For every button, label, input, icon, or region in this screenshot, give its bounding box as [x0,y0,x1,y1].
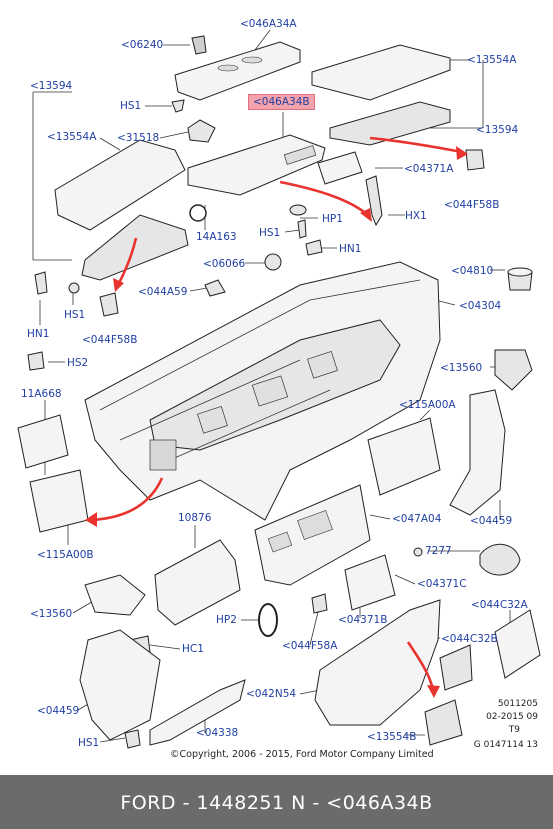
label-hs1-left: HS1 [64,309,86,321]
label-046A34B-highlighted: <046A34B [248,94,315,110]
label-115A00B: <115A00B [37,549,94,561]
label-hs2: HS2 [67,357,89,369]
label-13560-left: <13560 [30,608,73,620]
part-13554B [424,699,463,746]
part-042N54 [314,599,441,726]
part-hs2 [27,351,45,371]
part-046A34B [187,134,326,196]
label-hn1-left: HN1 [27,328,50,340]
red-arrows [85,136,468,698]
label-13560-right: <13560 [440,362,483,374]
part-046A34A [174,41,301,101]
part-044C32B [439,644,473,691]
part-04459-left [79,629,161,741]
label-04810: <04810 [451,265,494,277]
label-13554A-top-right: <13554A [467,54,517,66]
part-04371C [344,554,396,611]
meta-line-2: 02-2015 09 [486,712,538,722]
label-115A00A: <115A00A [399,399,456,411]
part-044F58A [311,593,328,614]
part-hp2 [258,603,278,637]
part-hs1-mid [297,219,307,239]
label-04459-left: <04459 [37,705,80,717]
diagram-drawing [17,29,541,749]
part-115A00B [29,469,89,533]
label-044A59: <044A59 [138,286,188,298]
part-hn1-left [34,271,48,295]
label-hs1-bottom: HS1 [78,737,100,749]
part-04371A [317,151,363,185]
part-06066 [264,253,282,271]
label-14A163: 14A163 [196,231,237,243]
part-044A59 [204,279,226,297]
label-04304: <04304 [459,300,502,312]
part-13560-left [84,574,146,616]
label-06066: <06066 [203,258,246,270]
label-hs1-top: HS1 [120,100,142,112]
meta-line-4: G 0147114 13 [473,740,538,750]
part-04459-right [449,389,506,516]
part-11A668 [17,414,69,469]
part-hp1 [289,204,307,216]
part-044F58B-left [99,292,119,317]
label-7277: 7277 [425,545,452,557]
part-13560-right [494,349,533,391]
label-13554B: <13554B [367,731,417,743]
label-31518: <31518 [117,132,160,144]
part-13594-left [81,214,189,281]
part-14A163 [189,204,207,222]
part-hs1-left [68,282,80,294]
label-044C32A: <044C32A [471,599,528,611]
part-hs1-bottom [124,729,141,749]
label-046A34A: <046A34A [240,18,297,30]
part-04304-dashboard [84,261,441,521]
part-hs1-top [171,99,185,113]
part-044C32A [494,609,541,679]
label-hx1: HX1 [405,210,427,222]
label-04371A: <04371A [404,163,454,175]
part-7277-small [413,547,423,557]
label-hc1: HC1 [182,643,204,655]
part-044F58B-right [465,149,485,171]
part-047A04 [254,484,371,586]
label-hp2: HP2 [216,614,237,626]
label-04371B: <04371B [338,614,388,626]
footer-bar: FORD - 1448251 N - <046A34B [0,775,553,829]
label-044F58B-left: <044F58B [82,334,138,346]
label-044F58A: <044F58A [282,640,338,652]
meta-line-1: 5011205 [497,699,538,709]
footer-part-number: FORD - 1448251 N - <046A34B [120,792,433,814]
part-7277 [479,543,521,576]
part-10876 [154,539,241,626]
label-044F58B-right: <044F58B [444,199,500,211]
label-13554A-left: <13554A [47,131,97,143]
label-06240: <06240 [121,39,164,51]
label-042N54: <042N54 [246,688,297,700]
label-047A04: <047A04 [392,513,442,525]
part-13554A-right [311,44,451,146]
part-13554A-left [54,139,186,231]
label-13594-right: <13594 [476,124,519,136]
label-04338: <04338 [196,727,239,739]
part-31518 [187,119,216,143]
part-04810 [507,267,533,291]
copyright: ©Copyright, 2006 - 2015, Ford Motor Comp… [170,749,434,760]
label-04459-right: <04459 [470,515,513,527]
leader-lines [32,29,511,743]
label-044C32B: <044C32B [441,633,498,645]
label-10876: 10876 [178,512,212,524]
meta-line-3: T9 [508,725,520,735]
parts-diagram: <06240 <046A34A <13554A <13594 HS1 <046A… [17,18,541,760]
part-115A00A [367,417,441,496]
label-hs1-mid: HS1 [259,227,281,239]
part-hx1 [365,175,383,227]
label-13594-top-left: <13594 [30,80,73,92]
label-hn1-mid: HN1 [339,243,362,255]
part-04338 [149,679,246,746]
label-04371C: <04371C [417,578,467,590]
part-06240 [191,35,207,55]
label-hp1: HP1 [322,213,343,225]
label-11A668: 11A668 [21,388,62,400]
part-hn1-mid [305,239,323,256]
